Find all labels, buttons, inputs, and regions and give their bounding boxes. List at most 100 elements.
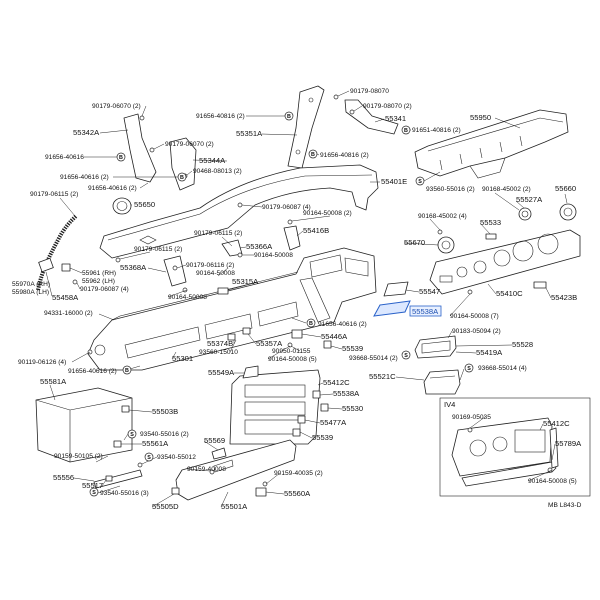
bracket-55368a	[163, 255, 187, 287]
part-label: 90179-06070 (2)	[92, 103, 141, 110]
part-label: 93540-55012	[157, 454, 196, 461]
part-label: 90179-06115 (2)	[134, 246, 182, 253]
bolt-mark-5: B	[401, 125, 411, 135]
bolt-mark-4: B	[308, 149, 318, 159]
diagram-code: MB L843-D	[548, 502, 582, 509]
plate-55547	[383, 281, 409, 297]
part-label: 55505D	[152, 502, 179, 511]
part-label: 55539	[312, 433, 333, 442]
bolt-mark-1: B	[116, 152, 126, 162]
instrument-panel-pad	[99, 164, 379, 259]
block-55533	[485, 233, 497, 240]
part-label: 55412C	[543, 419, 570, 428]
center-cluster-bezel	[229, 369, 321, 445]
part-label: 55412C	[323, 378, 350, 387]
svg-text:S: S	[404, 353, 408, 359]
glove-compartment-door	[175, 439, 297, 501]
part-label: 55423B	[551, 293, 577, 302]
part-label: 55556	[53, 473, 74, 482]
screw-mark-1: S	[415, 176, 425, 186]
cover-55539-lower	[292, 428, 301, 437]
bolt-mark-6: B	[306, 318, 316, 328]
part-label: 93560-15010	[199, 349, 238, 356]
part-label: 55517	[82, 481, 103, 490]
cluster-finish-panel	[429, 229, 581, 295]
knob-55660	[559, 203, 577, 221]
part-label: 55357A	[256, 339, 283, 348]
part-55517	[105, 475, 113, 482]
screw-mark-6: S	[89, 487, 99, 497]
part-label: 91651-40816 (2)	[412, 127, 461, 134]
part-label: 55561A	[142, 439, 169, 448]
part-label: 90179-06115 (2)	[194, 230, 242, 237]
part-label: 55527A	[516, 195, 543, 204]
svg-text:S: S	[467, 366, 471, 372]
svg-text:B: B	[287, 114, 291, 120]
part-label: 55503B	[152, 407, 178, 416]
part-number-labels: 90179-08070 90179-08070 (2) 90179-06070 …	[12, 88, 582, 511]
svg-text:B: B	[309, 321, 313, 327]
part-label: 90950-01155	[272, 348, 311, 355]
part-label: 55341	[385, 114, 406, 123]
part-label: 91656-40616 (2)	[68, 368, 117, 375]
part-label: 90468-08013 (2)	[193, 168, 242, 175]
part-label: 90164-50008 (5)	[268, 356, 317, 363]
part-label: 55401E	[381, 177, 407, 186]
part-label: 90179-06087 (4)	[80, 286, 129, 293]
bolt-mark-3: B	[284, 111, 294, 121]
part-label: 55581A	[40, 377, 67, 386]
part-label: 55501A	[221, 502, 248, 511]
part-label: 55538A	[333, 389, 360, 398]
part-label: 55477A	[320, 418, 347, 427]
hinge-55556	[93, 469, 143, 489]
part-label: 55650	[134, 200, 155, 209]
clip-55315a	[217, 287, 229, 295]
part-label: 90164-50008	[196, 270, 235, 277]
part-label: 55528	[512, 340, 533, 349]
part-label: 55419A	[476, 348, 503, 357]
part-label: 55549A	[208, 368, 235, 377]
part-label: 91656-40816 (2)	[320, 152, 369, 159]
part-label: 55366A	[246, 242, 273, 251]
inset-title: IV4	[444, 400, 455, 409]
defroster-duct	[414, 109, 569, 179]
svg-text:B: B	[311, 152, 315, 158]
ring-55527a	[518, 207, 532, 221]
knob-55670	[437, 236, 455, 254]
part-label: 55962 (LH)	[82, 278, 115, 285]
side-clip	[61, 263, 71, 272]
cover-55477a	[297, 415, 306, 424]
stopper-55560a	[255, 487, 267, 497]
clip-55503b	[121, 405, 130, 413]
highlighted-part-label: 55538A	[412, 307, 439, 316]
part-label: 55301	[172, 354, 193, 363]
svg-text:S: S	[147, 455, 151, 461]
part-label: 91656-40616	[45, 154, 84, 161]
part-label: 90183-05094 (2)	[452, 328, 501, 335]
part-label: 55410C	[496, 289, 523, 298]
part-label: 55547	[419, 287, 440, 296]
screw-mark-4: S	[127, 429, 137, 439]
part-label: 90179-06116 (2)	[186, 262, 234, 269]
svg-text:S: S	[418, 179, 422, 185]
part-label: 55416B	[303, 226, 329, 235]
speaker	[112, 197, 132, 215]
bolt-mark-symbols: B B B B B B B	[116, 111, 411, 375]
part-label: 55351A	[236, 129, 263, 138]
svg-text:B: B	[404, 128, 408, 134]
part-label: 90179-08070 (2)	[363, 103, 412, 110]
box-55521c	[423, 369, 461, 395]
screw-mark-2: S	[401, 350, 411, 360]
block-55423b	[533, 281, 547, 289]
parts-drawing	[35, 85, 591, 501]
part-label: 55342A	[73, 128, 100, 137]
cover-55538a	[312, 390, 321, 399]
highlighted-part-55538a	[373, 300, 411, 317]
svg-text:B: B	[125, 368, 129, 374]
part-label: 90169-05035	[452, 414, 491, 421]
part-label: 91656-40816 (2)	[196, 113, 245, 120]
part-label: 55446A	[321, 332, 348, 341]
part-label: 90159-40008	[187, 466, 226, 473]
part-label: 55789A	[555, 439, 582, 448]
